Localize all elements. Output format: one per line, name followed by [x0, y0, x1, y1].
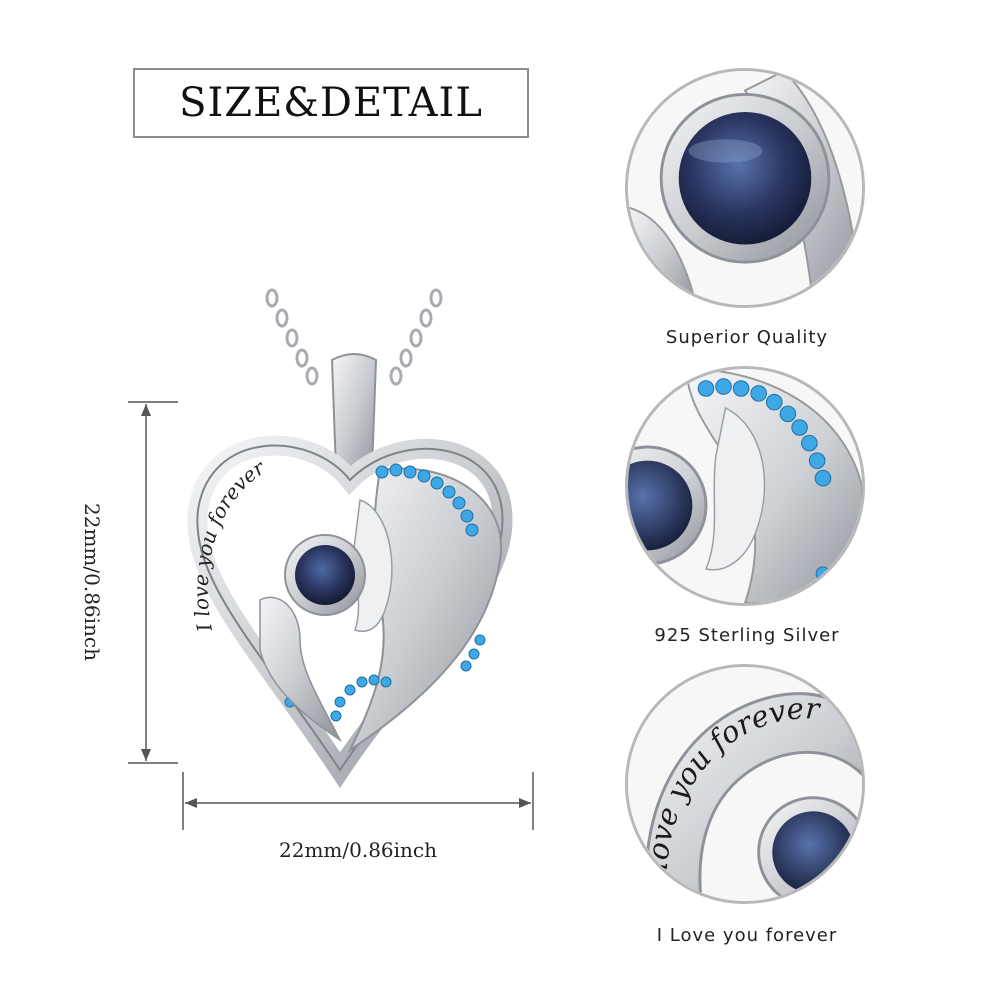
silver-closeup-image — [628, 369, 862, 603]
detail-caption-2: 925 Sterling Silver — [654, 625, 840, 646]
width-dimension-line — [182, 772, 534, 830]
height-dimension-line — [128, 401, 178, 764]
detail-circle-silver — [625, 366, 865, 606]
detail-caption-3: I Love you forever — [656, 925, 838, 946]
chain — [265, 288, 443, 386]
pendant-image: I love you forever — [187, 288, 513, 789]
width-label: 22mm/0.86inch — [278, 838, 438, 862]
title-box: SIZE&DETAIL — [133, 68, 529, 138]
page-title: SIZE&DETAIL — [179, 80, 483, 126]
detail-caption-1: Superior Quality — [665, 327, 829, 348]
stone-closeup-image — [628, 71, 862, 305]
detail-circle-engraving: I love you forever — [625, 664, 865, 904]
detail-circle-stone — [625, 68, 865, 308]
height-label: 22mm/0.86inch — [80, 502, 104, 662]
engraving-closeup-image: I love you forever — [628, 667, 862, 901]
